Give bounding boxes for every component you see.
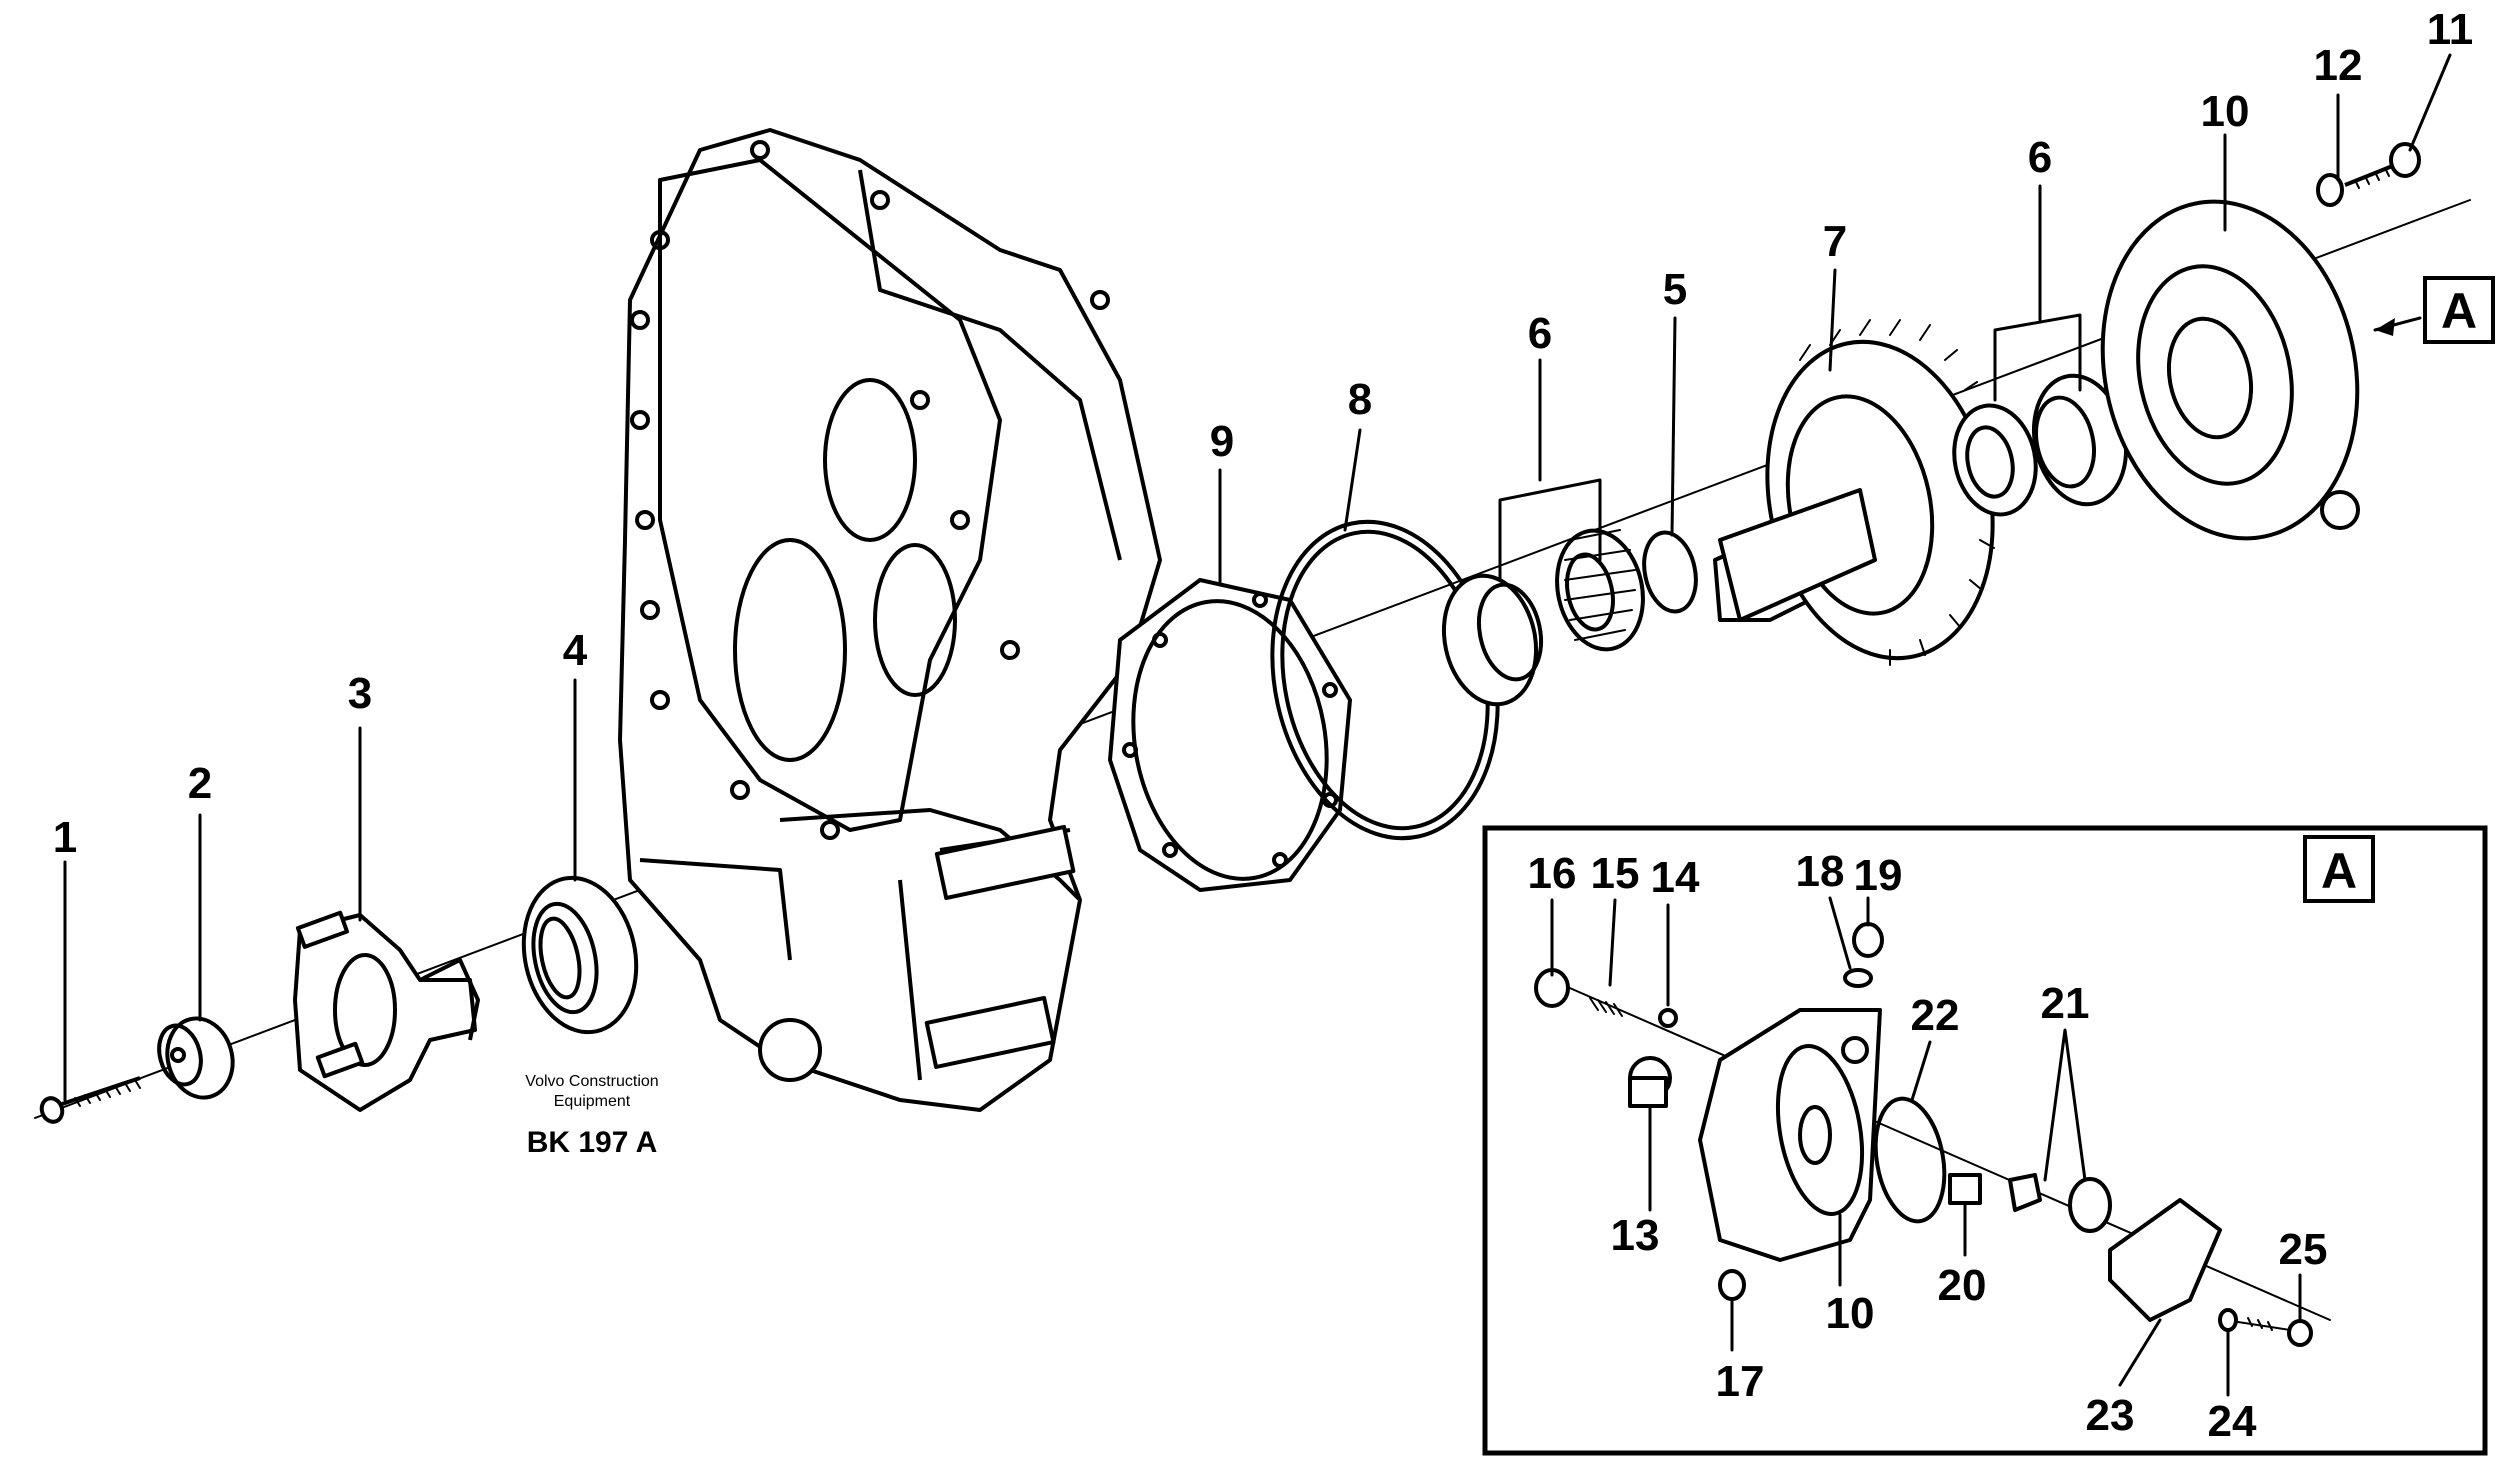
label-11: 11: [2427, 5, 2474, 54]
label-5: 5: [1663, 265, 1687, 314]
detail-reference-letter: A: [2441, 283, 2477, 339]
label-4: 4: [563, 626, 588, 675]
inset-label-16: 16: [1528, 849, 1577, 898]
part-2-washer: [157, 1016, 235, 1100]
inset-label-23: 23: [2086, 1391, 2135, 1440]
part-7-gear-shaft: [1713, 319, 2001, 666]
inset-part-17-plug: [1718, 1269, 1746, 1301]
part-10-cover: [2100, 199, 2360, 541]
inset-title-box: [2303, 835, 2375, 903]
inset-title: A: [2321, 843, 2357, 899]
inset-part-18-washer: [1843, 968, 1873, 988]
inset-part-23-cover-plate: [2108, 1198, 2222, 1322]
part-6-bearing-cup-left: [1441, 573, 1543, 707]
label-7: 7: [1823, 217, 1847, 266]
inset-label-24: 24: [2208, 1397, 2257, 1446]
part-1-bolt: [39, 1076, 141, 1124]
leader-lines: [63, 53, 2452, 1102]
label-10: 10: [2201, 87, 2250, 136]
inset-part-10-cover: [1698, 1008, 1882, 1262]
inset-label-25: 25: [2279, 1225, 2328, 1274]
part-6-bearing-cone-left: [1555, 528, 1645, 652]
part-4-seal: [521, 875, 639, 1035]
part-11-bolt: [2344, 142, 2421, 189]
label-6-left: 6: [1528, 309, 1552, 358]
label-6-right: 6: [2028, 133, 2052, 182]
gearbox-housing: [618, 128, 1162, 1112]
part-9-gasket: [1108, 578, 1352, 892]
inset-label-19: 19: [1854, 851, 1903, 900]
detail-reference-a: A: [2373, 276, 2495, 344]
inset-label-15: 15: [1591, 849, 1640, 898]
inset-part-14-ball: [1658, 1008, 1678, 1028]
inset-part-13-plug: [1628, 1056, 1672, 1108]
part-5-snap-ring: [1642, 530, 1698, 614]
label-9: 9: [1210, 417, 1234, 466]
inset-label-20: 20: [1938, 1261, 1987, 1310]
inset-part-24-washer: [2218, 1308, 2238, 1332]
part-12-washer: [2316, 173, 2344, 207]
caption-code: BK 197 A: [527, 1126, 658, 1159]
label-3: 3: [348, 669, 372, 718]
label-8: 8: [1348, 375, 1372, 424]
label-2: 2: [188, 759, 212, 808]
caption-line-1: Volvo Construction: [525, 1073, 658, 1090]
inset-label-13: 13: [1611, 1211, 1660, 1260]
inset-detail-a: A: [1482, 825, 2488, 1456]
inset-part-20-bushing: [1948, 1173, 1982, 1205]
inset-label-10: 10: [1826, 1289, 1875, 1338]
inset-label-17: 17: [1716, 1357, 1765, 1406]
inset-label-21: 21: [2041, 979, 2090, 1028]
inset-label-22: 22: [1911, 991, 1960, 1040]
part-3-yoke-flange: [293, 910, 480, 1112]
inset-label-18: 18: [1796, 847, 1845, 896]
inset-part-22-o-ring: [1873, 1096, 1947, 1224]
part-6-bearing-cone-right: [1952, 403, 2038, 517]
label-12: 12: [2314, 41, 2363, 90]
inset-part-19-plug: [1852, 922, 1884, 958]
inset-part-15-spring: [1589, 997, 1623, 1017]
inset-label-14: 14: [1651, 853, 1700, 902]
caption-line-2: Equipment: [554, 1093, 631, 1110]
label-1: 1: [53, 813, 77, 862]
inset-part-21-coupling: [2008, 1173, 2112, 1233]
